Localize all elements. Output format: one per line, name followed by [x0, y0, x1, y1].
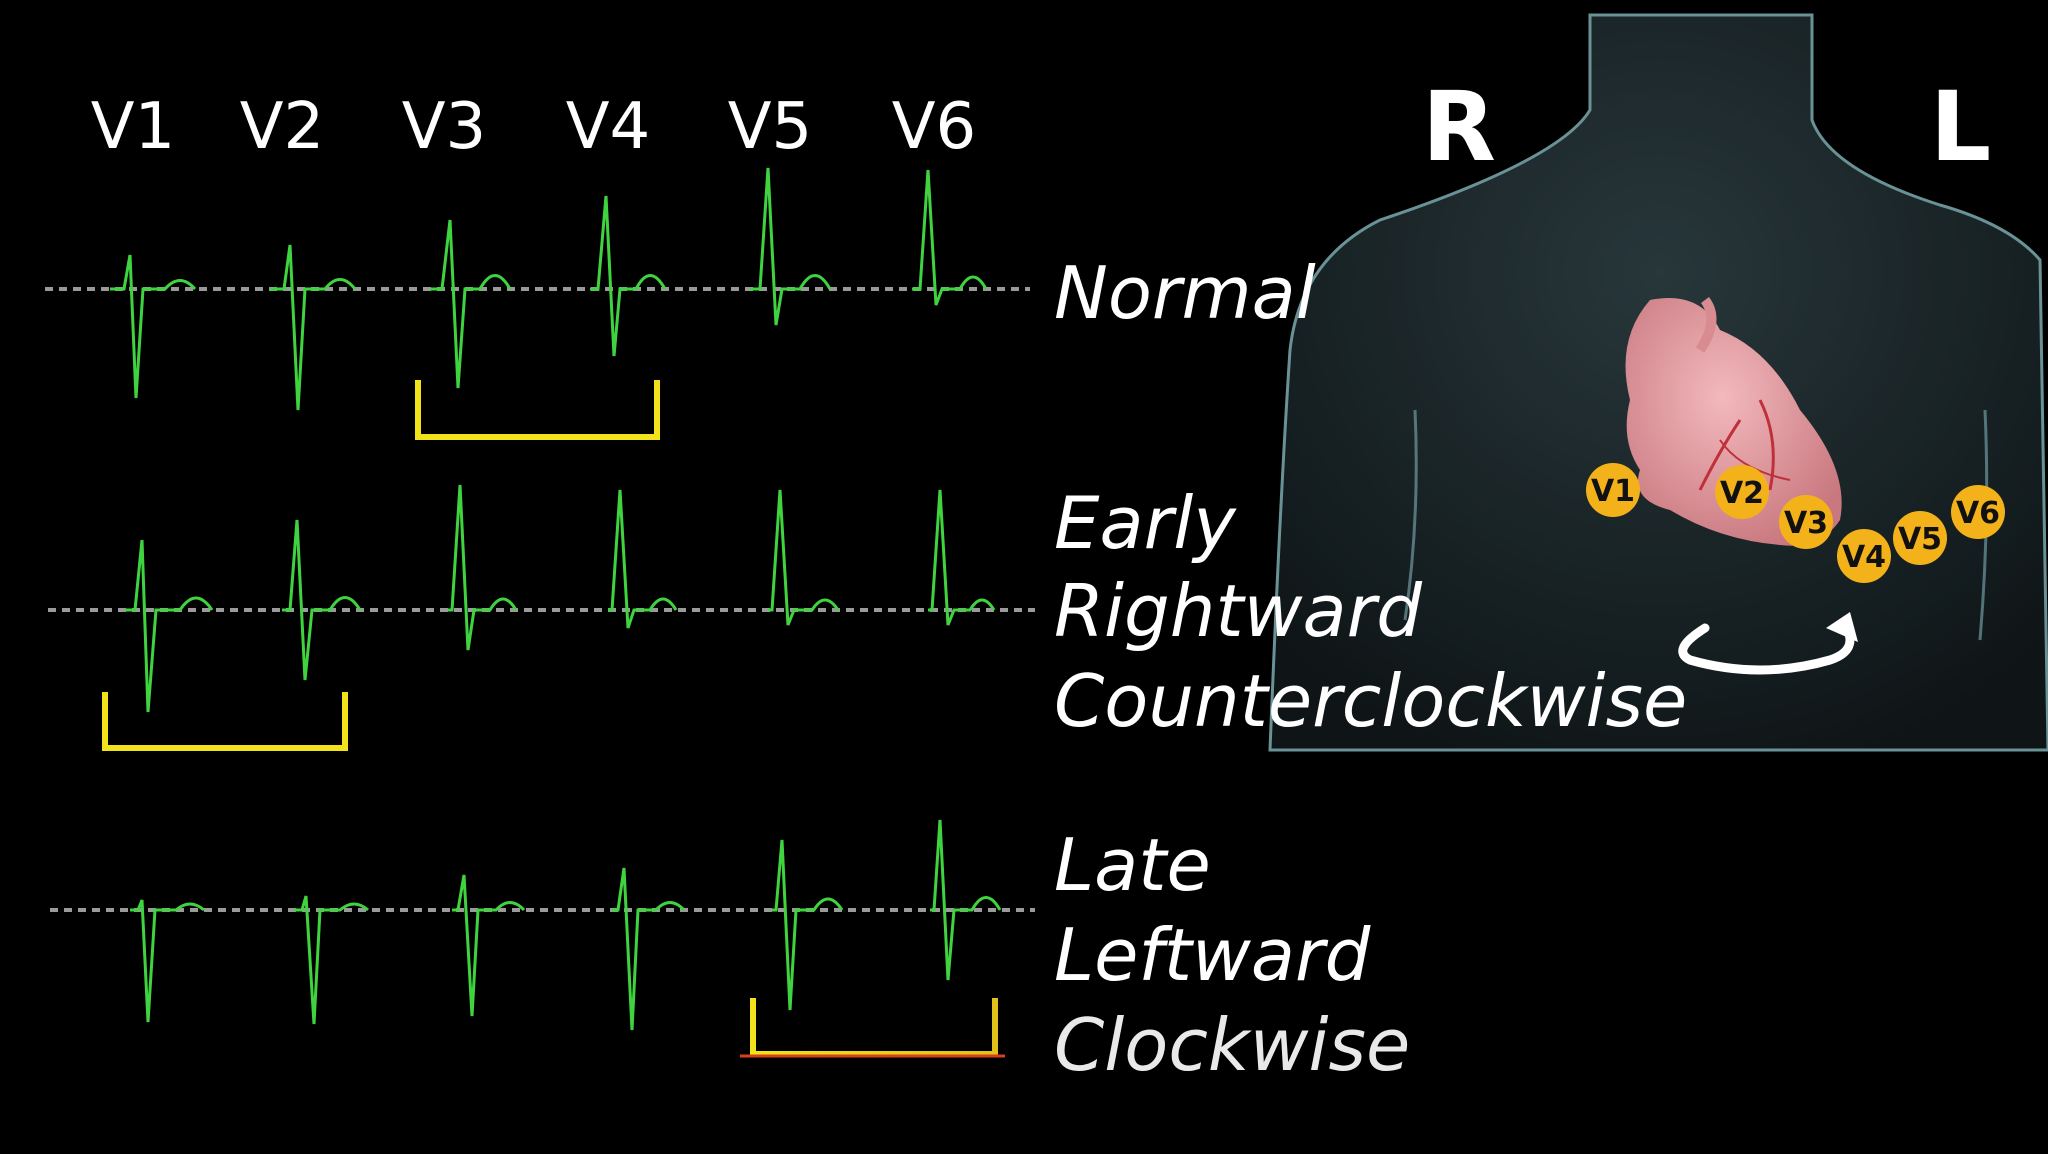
trace-v4 — [608, 489, 678, 629]
electrode-v5: V5 — [1893, 511, 1947, 565]
ecg-traces — [130, 819, 1002, 1031]
trace-v1 — [130, 899, 205, 1023]
label-rightward: Rightward — [1054, 569, 1423, 653]
electrode-v4: V4 — [1837, 529, 1891, 583]
electrode-v6: V6 — [1951, 485, 2005, 539]
trace-v6 — [930, 819, 1002, 981]
label-late: Late — [1054, 823, 1211, 907]
trace-v2 — [282, 519, 362, 681]
label-clockwise: Clockwise — [1054, 1003, 1410, 1087]
right-side-label: R — [1422, 71, 1496, 183]
trace-v5 — [768, 489, 840, 626]
label-normal: Normal — [1054, 251, 1316, 335]
svg-text:V4: V4 — [1842, 540, 1886, 575]
label-leftward: Leftward — [1054, 913, 1372, 997]
trace-v5 — [750, 167, 832, 326]
trace-v6 — [912, 169, 988, 306]
lead-label-v2: V2 — [240, 90, 325, 164]
lead-label-v3: V3 — [402, 90, 487, 164]
ecg-traces — [125, 484, 996, 713]
rotation-arrow-icon — [1678, 612, 1858, 675]
lead-header: V1 V2 V3 V4 V5 V6 — [91, 90, 977, 164]
trace-v6 — [928, 489, 996, 626]
left-side-label: L — [1930, 71, 1991, 183]
svg-text:V2: V2 — [1720, 476, 1764, 511]
row-late: Late Leftward Clockwise — [50, 819, 1410, 1087]
svg-text:V6: V6 — [1956, 496, 2000, 531]
label-counterclockwise: Counterclockwise — [1054, 659, 1687, 743]
ecg-traces — [110, 167, 988, 411]
row-normal: Normal — [45, 167, 1316, 440]
transition-bracket — [102, 692, 348, 751]
lead-label-v6: V6 — [892, 90, 977, 164]
row-early: Early Rightward Counterclockwise — [48, 481, 1687, 751]
svg-text:V3: V3 — [1784, 506, 1828, 541]
trace-v5 — [772, 839, 844, 1011]
svg-text:V5: V5 — [1898, 522, 1942, 557]
heart-icon — [1625, 297, 1842, 546]
label-early: Early — [1054, 481, 1237, 565]
transition-bracket — [750, 998, 998, 1057]
trace-v4 — [612, 867, 686, 1031]
trace-v2 — [270, 244, 357, 411]
trace-v1 — [110, 254, 197, 399]
trace-v3 — [448, 484, 518, 651]
lead-label-v5: V5 — [728, 90, 813, 164]
svg-text:V1: V1 — [1591, 474, 1635, 509]
electrode-v2: V2 — [1715, 465, 1769, 519]
electrode-v3: V3 — [1779, 495, 1833, 549]
transition-bracket — [415, 380, 660, 440]
trace-v3 — [430, 219, 512, 389]
lead-label-v4: V4 — [566, 90, 651, 164]
electrode-v1: V1 — [1586, 463, 1640, 517]
trace-v1 — [125, 539, 214, 713]
trace-v2 — [294, 895, 369, 1025]
chest-electrodes: V1 V2 V3 V4 V5 V6 — [1586, 463, 2005, 583]
torso-illustration: V1 V2 V3 V4 V5 V6 — [1268, 13, 2048, 752]
lead-label-v1: V1 — [91, 90, 176, 164]
trace-v4 — [590, 195, 667, 357]
trace-v3 — [452, 874, 526, 1017]
